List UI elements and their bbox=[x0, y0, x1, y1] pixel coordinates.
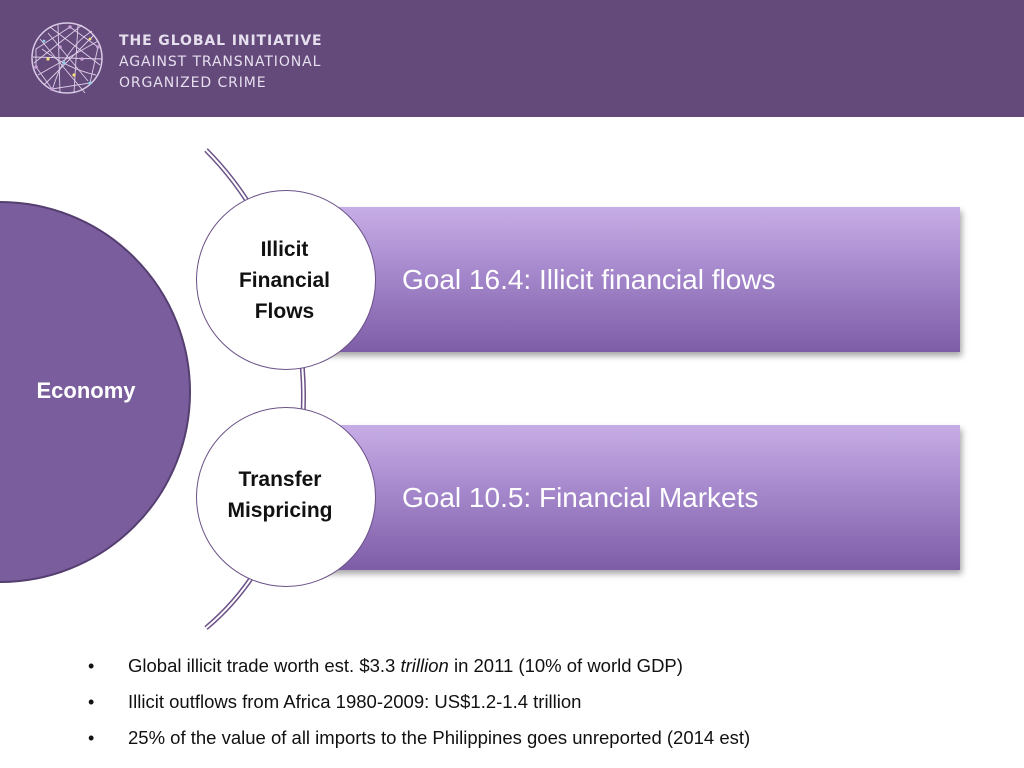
org-name-line-2: AGAINST TRANSNATIONAL bbox=[119, 54, 322, 70]
list-item: • 25% of the value of all imports to the… bbox=[88, 724, 750, 760]
org-name-line-3: ORGANIZED CRIME bbox=[119, 75, 267, 91]
goal-16-4-label: Goal 16.4: Illicit financial flows bbox=[402, 264, 776, 295]
illicit-financial-flows-circle: Illicit Financial Flows bbox=[196, 190, 376, 370]
bullet-icon: • bbox=[88, 656, 95, 676]
circle-label-line: Mispricing bbox=[227, 499, 333, 522]
circle-label: Transfer Mispricing bbox=[227, 464, 332, 526]
goals-diagram: Economy Goal 16.4: Illicit financial flo… bbox=[0, 148, 960, 630]
header-banner: THE GLOBAL INITIATIVE AGAINST TRANSNATIO… bbox=[0, 0, 1024, 117]
circle-label-line: Transfer bbox=[238, 468, 322, 491]
fact-text-emphasis: trillion bbox=[400, 655, 449, 676]
fact-text-part: Global illicit trade worth est. $3.3 bbox=[128, 655, 401, 676]
goal-10-5-label: Goal 10.5: Financial Markets bbox=[402, 482, 759, 513]
facts-list: • Global illicit trade worth est. $3.3 t… bbox=[88, 652, 750, 760]
economy-label: Economy bbox=[36, 378, 136, 403]
list-item: • Global illicit trade worth est. $3.3 t… bbox=[88, 652, 750, 688]
fact-text-part: in 2011 (10% of world GDP) bbox=[448, 655, 683, 676]
bullet-icon: • bbox=[88, 692, 95, 712]
economy-circle bbox=[0, 201, 191, 583]
org-name-line-1: THE GLOBAL INITIATIVE bbox=[119, 33, 323, 49]
fact-text: Illicit outflows from Africa 1980-2009: … bbox=[128, 691, 582, 712]
organization-name: THE GLOBAL INITIATIVE AGAINST TRANSNATIO… bbox=[119, 31, 323, 94]
bullet-icon: • bbox=[88, 728, 95, 748]
goal-bar-10-5: Goal 10.5: Financial Markets bbox=[320, 425, 960, 570]
circle-label-line: Flows bbox=[254, 299, 315, 323]
fact-text: 25% of the value of all imports to the P… bbox=[128, 727, 751, 748]
circle-label-line: Financial bbox=[238, 268, 331, 292]
circle-label: Illicit Financial Flows bbox=[239, 234, 330, 327]
network-globe-icon bbox=[31, 22, 103, 94]
goal-bar-16-4: Goal 16.4: Illicit financial flows bbox=[320, 207, 960, 352]
list-item: • Illicit outflows from Africa 1980-2009… bbox=[88, 688, 750, 724]
circle-label-line: Illicit bbox=[260, 237, 309, 261]
transfer-mispricing-circle: Transfer Mispricing bbox=[196, 407, 376, 587]
